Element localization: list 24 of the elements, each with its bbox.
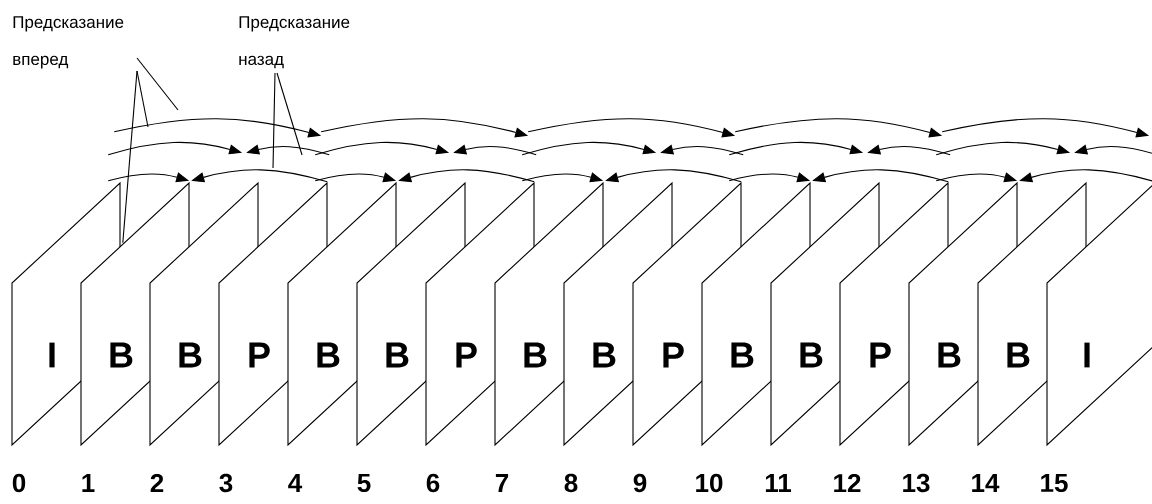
- frame-number: 11: [765, 474, 792, 492]
- frame-number: 6: [426, 473, 440, 493]
- leader-line: [136, 70, 149, 128]
- frame-number: 3: [219, 473, 233, 493]
- frame-number: 12: [834, 473, 861, 493]
- frame-number: 9: [633, 473, 647, 493]
- annotation-label: Предсказание вперед: [13, 16, 124, 69]
- leader-line: [122, 70, 138, 244]
- frame-number: 15: [1041, 473, 1068, 493]
- frame-number: 14: [972, 474, 1000, 492]
- leader-line: [136, 57, 179, 111]
- leader-line: [276, 72, 303, 156]
- frame-number: 4: [288, 474, 303, 492]
- leader-line: [272, 72, 276, 169]
- frame-number: 7: [495, 474, 509, 492]
- frame-number: 2: [150, 473, 164, 493]
- frame-number: 10: [696, 473, 723, 493]
- frame-number: 5: [357, 473, 371, 493]
- frame-number: 1: [82, 474, 95, 492]
- node-label: I: [1084, 342, 1090, 368]
- frame-number: 13: [903, 473, 930, 493]
- frame-number: 0: [12, 473, 26, 493]
- frame-number: 8: [564, 473, 578, 493]
- annotation-label: Предсказание назад: [239, 16, 350, 69]
